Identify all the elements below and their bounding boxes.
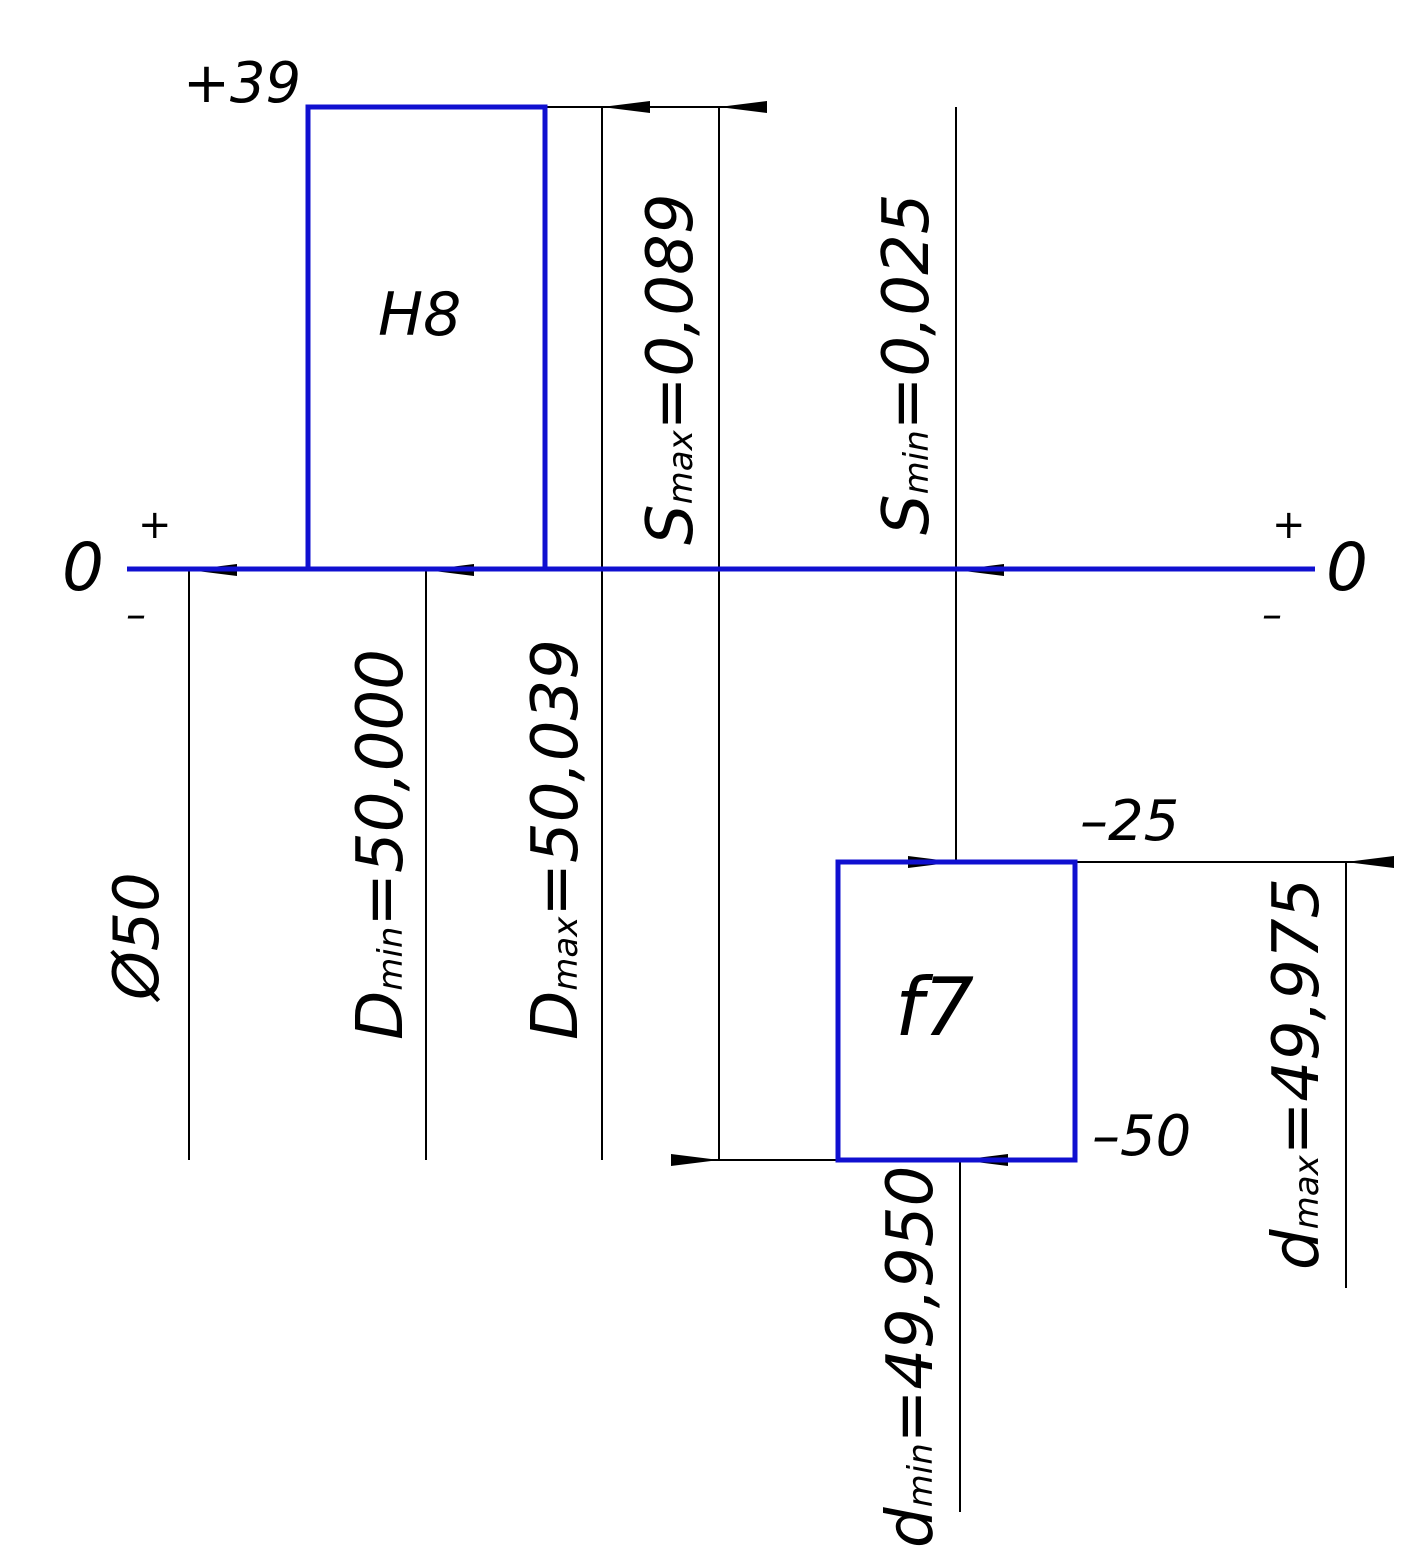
hole-dmin-value: =50,000 (344, 649, 418, 927)
smax-value: =0,089 (634, 193, 708, 430)
hole-zone-label: H8 (378, 280, 461, 350)
nominal-size-label: Ø50 (100, 872, 173, 1003)
smax-subscript: max (661, 429, 701, 504)
smin-subscript: min (897, 430, 937, 494)
shaft-dmin-label: dmin=49,950 (874, 1166, 948, 1548)
hole-dmin-label: Dmin=50,000 (344, 649, 418, 1040)
shaft-dmin-subscript: min (901, 1443, 941, 1507)
minus-sign-right: – (1262, 592, 1282, 638)
smax-label: Smax=0,089 (634, 193, 708, 545)
smax-symbol: S (634, 504, 708, 545)
hole-dmax-subscript: max (546, 916, 586, 991)
zero-label-right: 0 (1326, 529, 1368, 606)
hole-tolerance-zone (305, 104, 548, 572)
plus-sign-left: + (138, 502, 172, 548)
smin-symbol: S (870, 494, 944, 535)
hole-dmin-subscript: min (371, 927, 411, 991)
minus-sign-left: – (126, 592, 146, 638)
plus-sign-right: + (1272, 502, 1306, 548)
shaft-dmax-symbol: d (1260, 1229, 1334, 1270)
smin-value: =0,025 (870, 193, 944, 430)
shaft-dmin-symbol: d (874, 1507, 948, 1548)
shaft-upper-deviation: –25 (1080, 789, 1179, 854)
shaft-dmax-label: dmax=49,975 (1260, 878, 1334, 1270)
hole-dmin-symbol: D (344, 991, 418, 1040)
hole-dmax-label: Dmax=50,039 (519, 639, 593, 1040)
shaft-zone-label: f7 (895, 961, 974, 1054)
hole-dmax-symbol: D (519, 991, 593, 1040)
smin-label: Smin=0,025 (870, 193, 944, 535)
hole-dmax-value: =50,039 (519, 639, 593, 917)
shaft-dmax-value: =49,975 (1260, 878, 1334, 1156)
shaft-dmax-subscript: max (1287, 1154, 1327, 1229)
hole-upper-deviation: +39 (183, 51, 301, 116)
shaft-tolerance-zone (835, 859, 1078, 1163)
shaft-dmin-value: =49,950 (874, 1166, 948, 1444)
shaft-lower-deviation: –50 (1092, 1104, 1191, 1169)
zero-label-left: 0 (62, 529, 104, 606)
